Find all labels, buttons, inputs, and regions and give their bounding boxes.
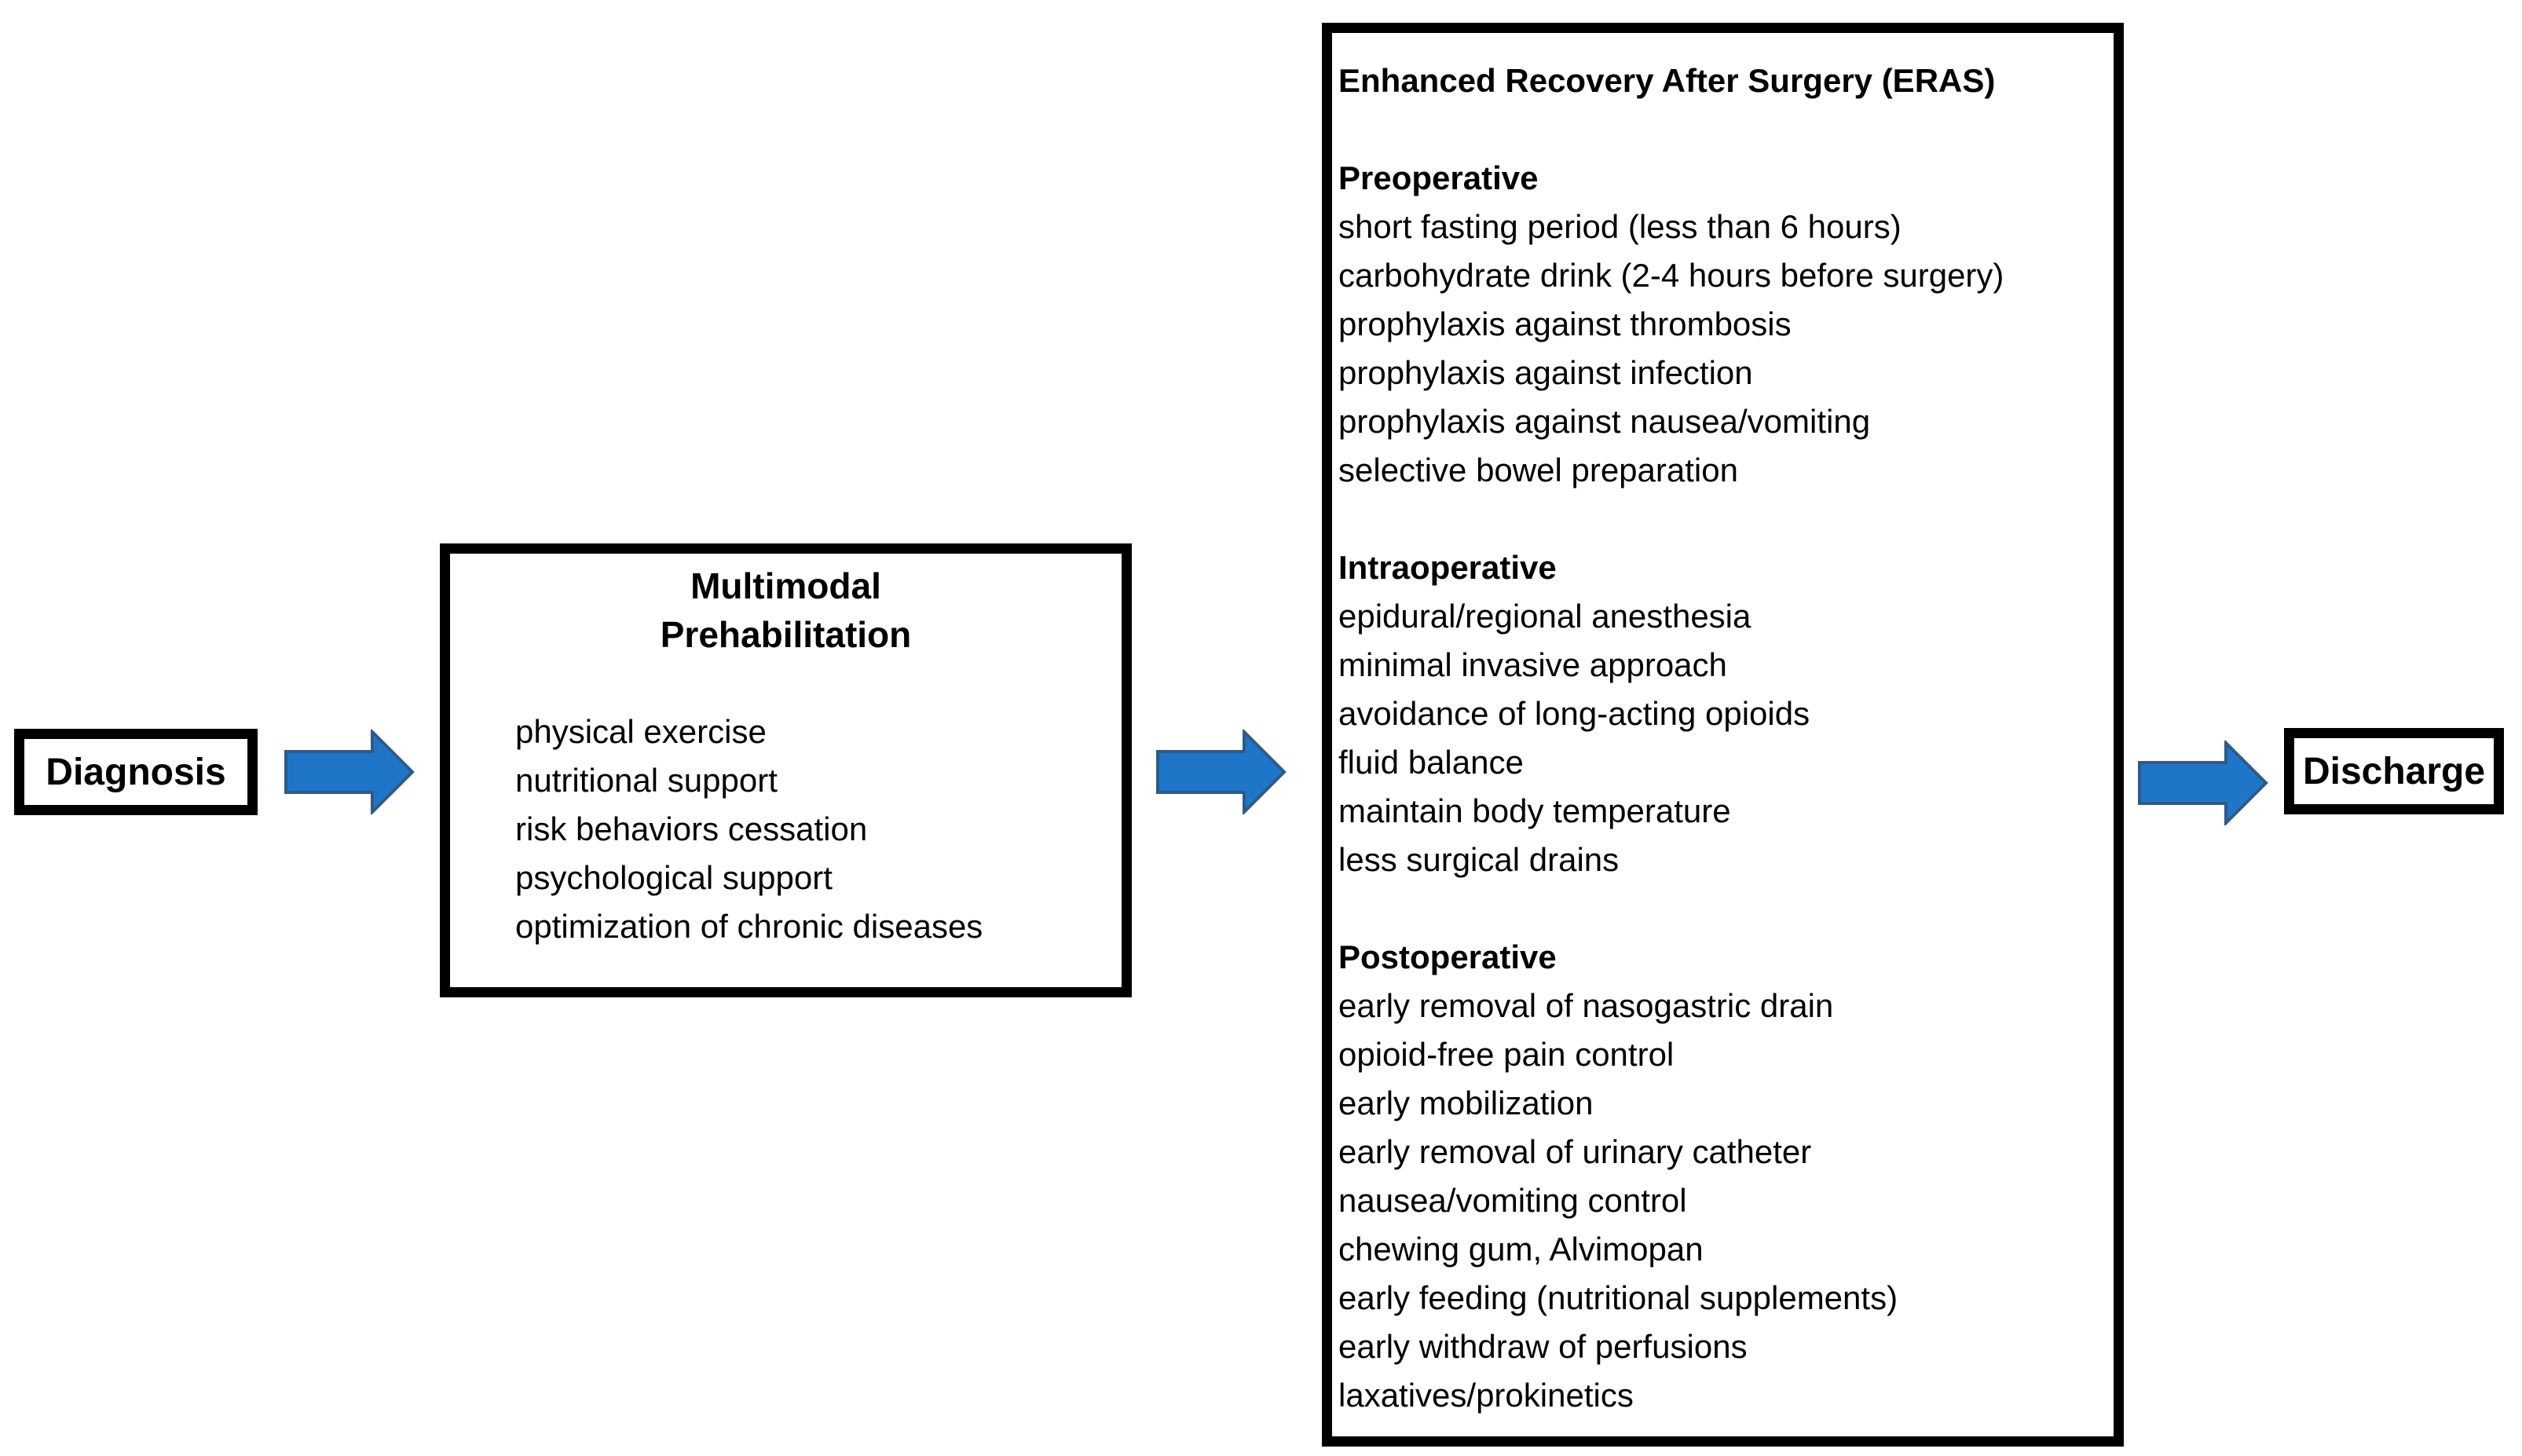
flow-arrow-prehabilitation-to-eras	[1156, 730, 1287, 814]
list-item: risk behaviors cessation	[515, 810, 868, 847]
flow-arrow-diagnosis-to-prehabilitation	[284, 730, 415, 814]
prehabilitation-content: Multimodal Prehabilitation physical exer…	[450, 554, 1122, 951]
list-item: nausea/vomiting control	[1338, 1182, 1687, 1219]
diagnosis-label: Diagnosis	[46, 751, 226, 793]
right-arrow-icon	[1156, 730, 1287, 814]
list-item: epidural/regional anesthesia	[1338, 598, 1751, 635]
eras-title: Enhanced Recovery After Surgery (ERAS)	[1338, 62, 1996, 99]
eras-node: Enhanced Recovery After Surgery (ERAS) P…	[1322, 23, 2124, 1447]
list-item: chewing gum, Alvimopan	[1338, 1231, 1704, 1268]
eras-section-postoperative: Postoperative early removal of nasogastr…	[1338, 933, 2110, 1420]
eras-content: Enhanced Recovery After Surgery (ERAS) P…	[1332, 33, 2114, 1420]
list-item: early removal of urinary catheter	[1338, 1133, 1812, 1170]
discharge-node: Discharge	[2284, 728, 2504, 814]
list-item: less surgical drains	[1338, 841, 1620, 878]
list-item: early mobilization	[1338, 1085, 1594, 1121]
list-item: psychological support	[515, 859, 833, 896]
eras-section-preoperative: Preoperative short fasting period (less …	[1338, 154, 2110, 495]
eras-section-heading: Intraoperative	[1338, 549, 1557, 586]
list-item: short fasting period (less than 6 hours)	[1338, 208, 1902, 245]
list-item: carbohydrate drink (2-4 hours before sur…	[1338, 257, 2004, 294]
list-item: early withdraw of perfusions	[1338, 1328, 1748, 1365]
list-item: selective bowel preparation	[1338, 452, 1738, 488]
list-item: early feeding (nutritional supplements)	[1338, 1279, 1898, 1316]
prehabilitation-node: Multimodal Prehabilitation physical exer…	[440, 543, 1132, 997]
prehabilitation-item-list: physical exercise nutritional support ri…	[450, 708, 1122, 951]
list-item: opioid-free pain control	[1338, 1036, 1675, 1073]
list-item: avoidance of long-acting opioids	[1338, 695, 1810, 732]
list-item: minimal invasive approach	[1338, 646, 1727, 683]
list-item: maintain body temperature	[1338, 792, 1731, 829]
eras-intraoperative-item-list: epidural/regional anesthesia minimal inv…	[1338, 592, 2110, 884]
list-item: physical exercise	[515, 713, 767, 750]
eras-postoperative-item-list: early removal of nasogastric drain opioi…	[1338, 982, 2110, 1420]
eras-section-intraoperative: Intraoperative epidural/regional anesthe…	[1338, 543, 2110, 884]
prehabilitation-title-line1: Multimodal	[690, 565, 881, 606]
list-item: prophylaxis against infection	[1338, 354, 1753, 391]
eras-preoperative-item-list: short fasting period (less than 6 hours)…	[1338, 203, 2110, 495]
list-item: fluid balance	[1338, 744, 1524, 781]
diagnosis-node: Diagnosis	[14, 729, 258, 815]
list-item: nutritional support	[515, 762, 778, 799]
list-item: prophylaxis against nausea/vomiting	[1338, 403, 1871, 440]
list-item: laxatives/prokinetics	[1338, 1377, 1634, 1414]
discharge-label: Discharge	[2302, 750, 2486, 792]
list-item: prophylaxis against thrombosis	[1338, 305, 1792, 342]
list-item: early removal of nasogastric drain	[1338, 987, 1834, 1024]
list-item: optimization of chronic diseases	[515, 908, 983, 945]
eras-section-heading: Preoperative	[1338, 159, 1539, 196]
eras-section-heading: Postoperative	[1338, 938, 1557, 975]
flow-arrow-eras-to-discharge	[2138, 741, 2268, 825]
prehabilitation-title-line2: Prehabilitation	[660, 614, 912, 655]
right-arrow-icon	[2138, 741, 2268, 825]
right-arrow-icon	[284, 730, 415, 814]
prehabilitation-title: Multimodal Prehabilitation	[450, 562, 1122, 659]
